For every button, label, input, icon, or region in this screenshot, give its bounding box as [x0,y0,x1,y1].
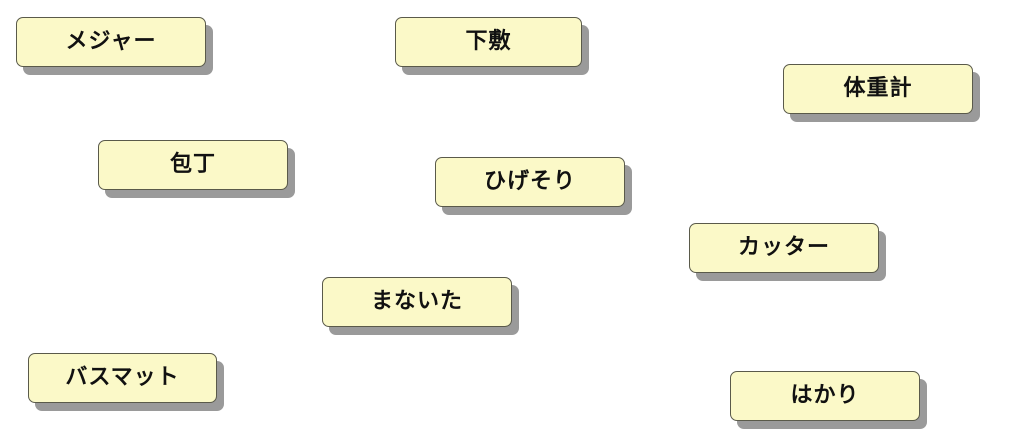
word-card-measure[interactable]: メジャー [16,17,206,67]
word-card-label: 包丁 [169,152,216,177]
word-card-label: 下敷 [465,29,512,54]
word-card-label: メジャー [65,29,157,54]
word-card-label: カッター [737,235,830,260]
word-card-label: はかり [790,383,860,408]
word-card-cutter[interactable]: カッター [689,223,879,273]
word-card-scale[interactable]: はかり [730,371,920,421]
word-card-bath-mat[interactable]: バスマット [28,353,217,403]
word-card-label: 体重計 [843,76,913,101]
word-card-cutting-board[interactable]: まないた [322,277,512,327]
word-card-desk-pad[interactable]: 下敷 [395,17,582,67]
word-card-label: ひげそり [483,169,576,194]
word-card-label: バスマット [65,365,180,390]
word-card-label: まないた [370,289,463,314]
word-card-razor[interactable]: ひげそり [435,157,625,207]
word-card-kitchen-knife[interactable]: 包丁 [98,140,288,190]
word-card-body-scale[interactable]: 体重計 [783,64,973,114]
